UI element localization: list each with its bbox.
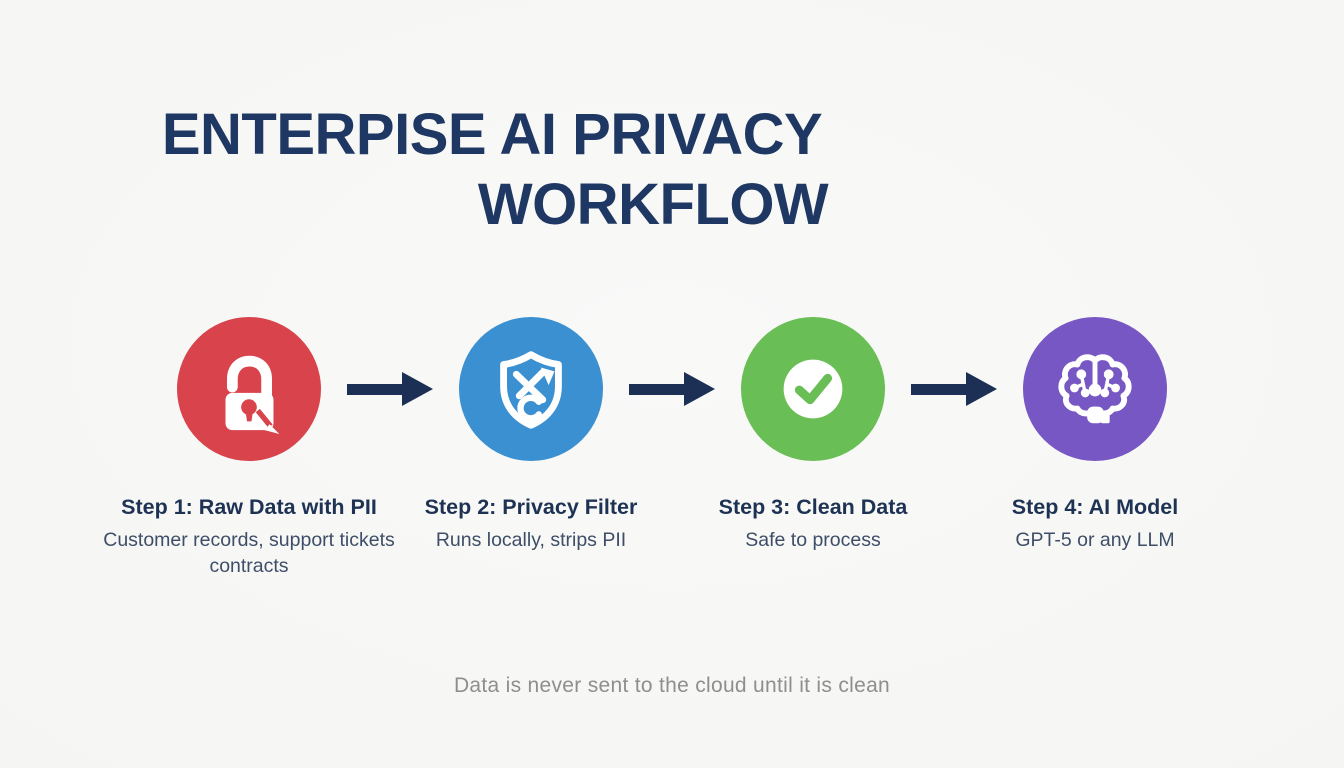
checkmark-icon: [766, 342, 860, 436]
unlocked-padlock-icon: [202, 342, 296, 436]
workflow-step-1: Step 1: Raw Data with PII Customer recor…: [103, 317, 395, 579]
page-title-line-2: WORKFLOW: [477, 172, 829, 237]
step-2-circle: [459, 317, 603, 461]
flow-arrow-3-icon: [911, 372, 997, 406]
flow-arrow-2-icon: [629, 372, 715, 406]
step-3-description: Safe to process: [745, 529, 881, 551]
step-1-circle: [177, 317, 321, 461]
workflow-step-4: Step 4: AI Model GPT-5 or any LLM: [954, 317, 1236, 553]
step-1-label: Step 1: Raw Data with PII: [121, 495, 377, 519]
step-2-description: Runs locally, strips PII: [435, 529, 627, 551]
step-3-circle: [741, 317, 885, 461]
step-1-description: Customer records, support tickets contra…: [103, 529, 395, 577]
workflow-step-2: Step 2: Privacy Filter Runs locally, str…: [390, 317, 672, 553]
flow-arrow-1-icon: [347, 372, 433, 406]
brain-icon: [1048, 342, 1142, 436]
step-4-label: Step 4: AI Model: [1011, 495, 1179, 519]
page-title-line-1: ENTERPISE AI PRIVACY: [161, 102, 823, 167]
footer-note: Data is never sent to the cloud until it…: [453, 674, 891, 697]
privacy-shield-icon: [484, 342, 578, 436]
step-4-circle: [1023, 317, 1167, 461]
workflow-steps-row: Step 1: Raw Data with PII Customer recor…: [103, 317, 1236, 597]
step-4-description: GPT-5 or any LLM: [1015, 529, 1175, 551]
page-title: ENTERPISE AI PRIVACY WORKFLOW: [0, 100, 1344, 240]
workflow-step-3: Step 3: Clean Data Safe to process: [672, 317, 954, 553]
step-2-label: Step 2: Privacy Filter: [424, 495, 638, 519]
step-3-label: Step 3: Clean Data: [718, 495, 908, 519]
